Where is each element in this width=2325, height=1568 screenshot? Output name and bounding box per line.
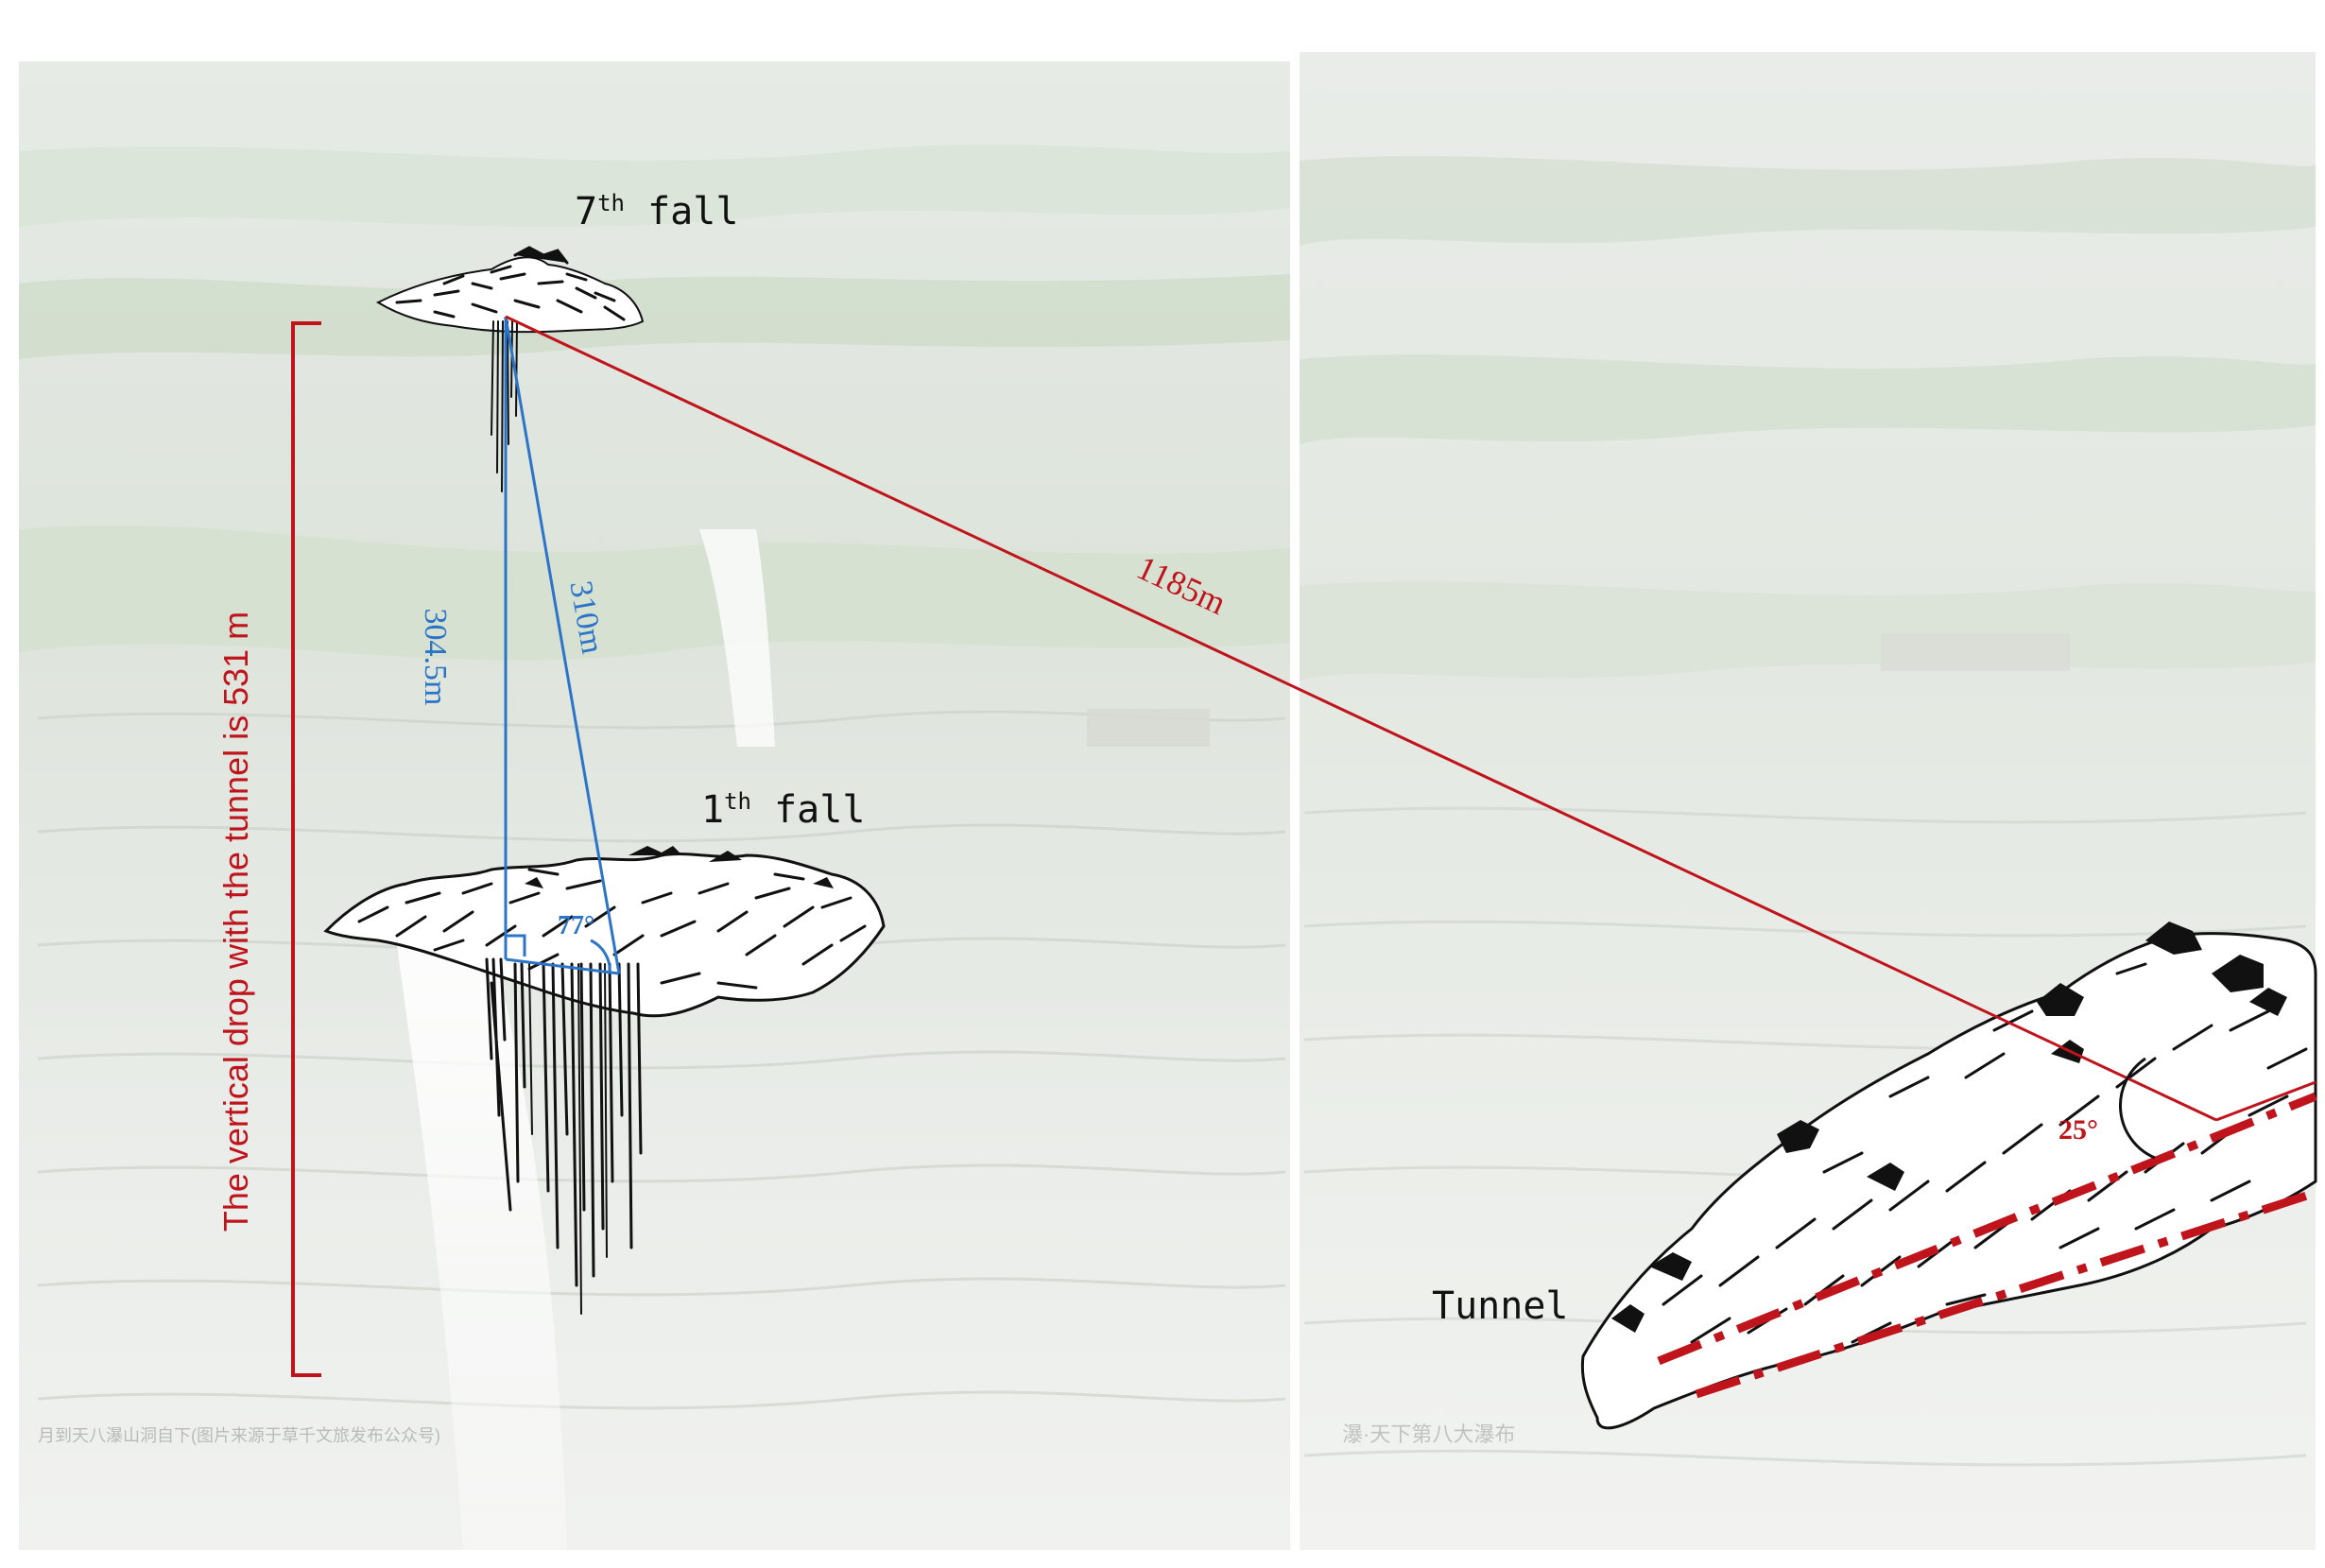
- tunnel-axis-line: [2215, 1080, 2316, 1122]
- tunnel-lines: [1657, 1092, 2317, 1399]
- fall-measurement-lines: [504, 316, 621, 975]
- angle-arc-25: [2118, 1057, 2156, 1160]
- tunnel-lower-line: [1695, 1188, 2317, 1399]
- seventh-fall-sketch: [375, 246, 645, 492]
- label-1th-fall: 1th fall: [701, 788, 865, 832]
- first-fall-sketch: [323, 846, 886, 1315]
- label-tunnel: Tunnel: [1432, 1284, 1569, 1328]
- tunnel-mountain-sketch: [1580, 922, 2317, 1430]
- distance-line-1185: [505, 315, 2217, 1122]
- right-angle-mark: [506, 934, 526, 956]
- label-25-degrees: 25°: [2058, 1114, 2098, 1146]
- base-line: [505, 957, 620, 975]
- slant-line-310: [504, 316, 621, 974]
- background-photo-left: [19, 61, 1290, 1550]
- label-304-5m: 304.5m: [418, 609, 453, 706]
- label-77-degrees: 77°: [558, 911, 594, 940]
- vertical-drop-bracket: [291, 321, 321, 1377]
- photo-caption-left: 月到天八瀑山洞自下(图片来源于草千文旅发布公众号): [38, 1426, 440, 1445]
- label-vertical-drop: The vertical drop with the tunnel is 531…: [216, 612, 255, 1232]
- background-photo-right: [1300, 52, 2316, 1550]
- label-7th-fall: 7th fall: [575, 190, 738, 233]
- tunnel-upper-line: [1657, 1092, 2317, 1366]
- photo-caption-right: 瀑·天下第八大瀑布: [1342, 1422, 1515, 1446]
- angle-arc-77: [590, 939, 611, 974]
